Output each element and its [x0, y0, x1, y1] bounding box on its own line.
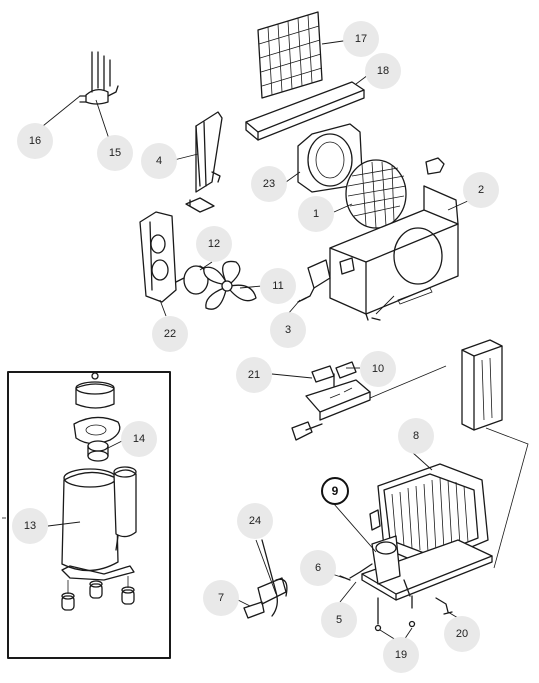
part-pipe-bracket — [297, 259, 331, 303]
part-wire-guard — [257, 11, 323, 99]
callout-8: 8 — [398, 418, 434, 454]
boundary-line — [485, 427, 529, 569]
callout-19: 19 — [383, 637, 419, 673]
part-motor-bracket — [139, 211, 177, 303]
callout-17: 17 — [343, 21, 379, 57]
callout-21: 21 — [236, 357, 272, 393]
svg-text:15: 15 — [109, 147, 121, 159]
svg-text:16: 16 — [29, 135, 41, 147]
callout-3: 3 — [270, 312, 306, 348]
callout-9: 9 — [321, 477, 349, 505]
svg-text:11: 11 — [272, 280, 283, 292]
svg-text:7: 7 — [218, 592, 224, 604]
svg-text:6: 6 — [315, 562, 321, 574]
compressor-inset — [7, 371, 171, 659]
callout-16: 16 — [17, 123, 53, 159]
part-valve-assembly — [79, 51, 119, 105]
callout-1: 1 — [298, 196, 334, 232]
svg-text:21: 21 — [248, 369, 260, 381]
callout-4: 4 — [141, 143, 177, 179]
callout-10: 10 — [360, 351, 396, 387]
callout-5: 5 — [321, 602, 357, 638]
part-base-pan — [339, 535, 493, 632]
part-small-bracket — [185, 197, 215, 213]
svg-text:14: 14 — [133, 433, 145, 445]
svg-text:3: 3 — [285, 324, 291, 336]
part-clip — [425, 157, 445, 175]
part-terminal-bracket — [291, 361, 371, 441]
svg-text:24: 24 — [249, 515, 261, 527]
svg-text:9: 9 — [332, 484, 339, 498]
part-side-bracket — [195, 111, 223, 193]
svg-text:8: 8 — [413, 430, 419, 442]
boundary-line-2 — [369, 365, 447, 399]
svg-text:23: 23 — [263, 178, 275, 190]
svg-text:17: 17 — [355, 33, 367, 45]
part-propeller-fan — [203, 260, 257, 310]
callout-23: 23 — [251, 166, 287, 202]
part-side-panel — [461, 339, 503, 431]
callout-15: 15 — [97, 135, 133, 171]
callout-12: 12 — [196, 226, 232, 262]
svg-text:1: 1 — [313, 208, 319, 220]
svg-text:4: 4 — [156, 155, 162, 167]
svg-text:13: 13 — [24, 520, 36, 532]
callout-7: 7 — [203, 580, 239, 616]
svg-text:12: 12 — [208, 238, 220, 250]
svg-text:18: 18 — [377, 65, 389, 77]
part-top-panel — [245, 81, 365, 141]
svg-text:10: 10 — [372, 363, 384, 375]
leader-lines — [37, 39, 471, 641]
callout-14: 14 — [121, 421, 157, 457]
part-sensor-wire — [243, 539, 288, 619]
callout-24: 24 — [237, 503, 273, 539]
svg-text:5: 5 — [336, 614, 342, 626]
callout-13: 13 — [12, 508, 48, 544]
part-fan-grille — [345, 159, 407, 229]
svg-text:2: 2 — [478, 184, 484, 196]
callout-18: 18 — [365, 53, 401, 89]
callout-20: 20 — [444, 616, 480, 652]
svg-text:22: 22 — [164, 328, 176, 340]
callout-6: 6 — [300, 550, 336, 586]
callout-22: 22 — [152, 316, 188, 352]
callout-2: 2 — [463, 172, 499, 208]
svg-text:19: 19 — [395, 649, 407, 661]
callout-11: 11 — [260, 268, 296, 304]
svg-text:20: 20 — [456, 628, 468, 640]
part-outer-cabinet — [329, 185, 459, 321]
